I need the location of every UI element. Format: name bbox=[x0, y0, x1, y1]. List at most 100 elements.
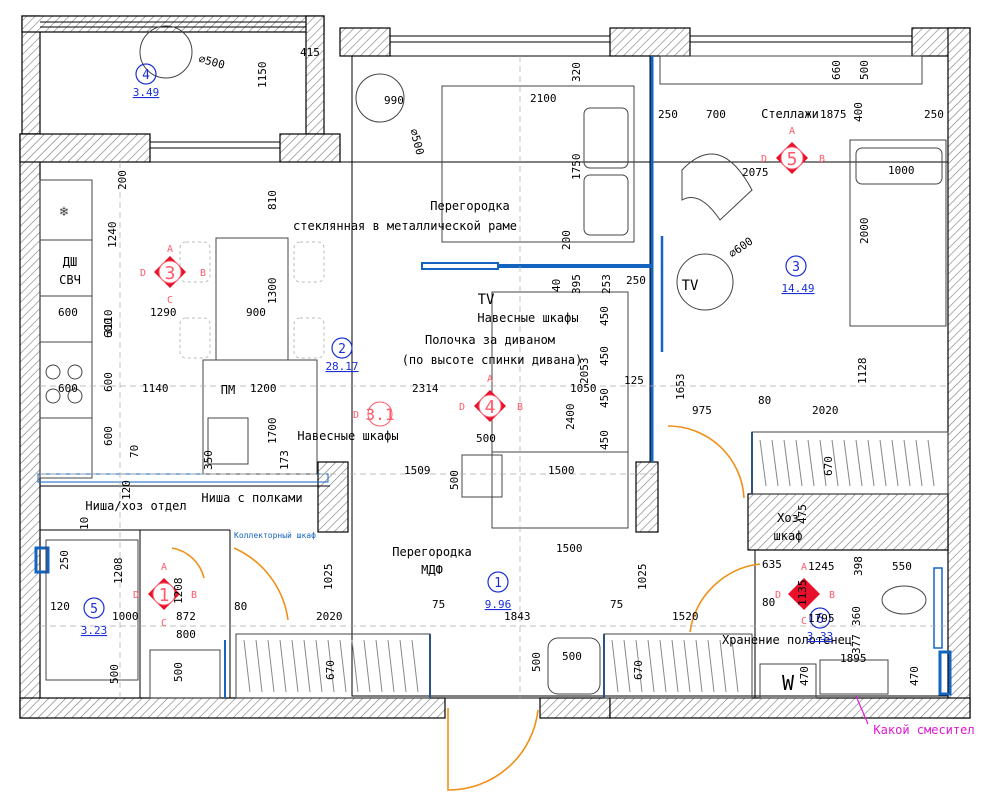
dim: 1025 bbox=[636, 564, 649, 591]
view-marker-5-a: A bbox=[789, 126, 795, 137]
view-marker-6-b: B bbox=[829, 590, 835, 601]
dim: 395 bbox=[570, 274, 583, 294]
view-marker-3-d: D bbox=[140, 268, 146, 279]
dim: 500 bbox=[476, 432, 496, 445]
dim: 600 bbox=[58, 306, 78, 319]
glass-partition-a bbox=[421, 262, 499, 270]
dim: 900 bbox=[246, 306, 266, 319]
dim: 550 bbox=[892, 560, 912, 573]
wall-top-left bbox=[19, 133, 151, 163]
view-marker-1-b: B bbox=[191, 590, 197, 601]
door-arc-bathroom bbox=[233, 547, 289, 621]
dim: 1208 bbox=[112, 558, 125, 585]
wall-top-b bbox=[609, 27, 691, 57]
label-sofa-shelf-1: Полочка за диваном bbox=[425, 333, 555, 347]
dim: 1843 bbox=[504, 610, 531, 623]
windows bbox=[40, 21, 912, 149]
view-marker-3-c: C bbox=[167, 295, 173, 306]
dim: 450 bbox=[598, 388, 611, 408]
view-marker-4-num: 4 bbox=[485, 397, 496, 418]
label-glass-partition-2: стеклянная в металлической раме bbox=[293, 219, 517, 233]
dim: 1000 bbox=[112, 610, 139, 623]
wall-interior-a bbox=[317, 461, 349, 533]
water-bathroom-a bbox=[34, 546, 50, 574]
dim: 2314 bbox=[412, 382, 439, 395]
dim: 1875 bbox=[820, 108, 847, 121]
room-6-num: 6 bbox=[816, 612, 824, 627]
dim: 250 bbox=[658, 108, 678, 121]
dim: 200 bbox=[560, 230, 573, 250]
dim: 40 bbox=[550, 279, 563, 292]
room-3-area: 14.49 bbox=[781, 282, 814, 295]
balcony-wall-right bbox=[305, 15, 325, 135]
label-mdf-partition-2: МДФ bbox=[421, 563, 443, 577]
door-arc-entrance bbox=[447, 708, 539, 791]
dim: 400 bbox=[852, 102, 865, 122]
dim: 1025 bbox=[322, 564, 335, 591]
dim: 1128 bbox=[856, 358, 869, 385]
wall-top-mid bbox=[279, 133, 341, 163]
dim: 660 bbox=[830, 60, 843, 80]
wall-interior-b bbox=[635, 461, 659, 533]
label-stellazhi: Стеллажи bbox=[761, 107, 819, 121]
dim: 975 bbox=[692, 404, 712, 417]
label-svch: СВЧ bbox=[59, 273, 81, 287]
room-6-area: 3.33 bbox=[807, 630, 834, 643]
room-2-area: 28.17 bbox=[325, 360, 358, 373]
label-sofa-shelf-2: (по высоте спинки дивана) bbox=[402, 353, 583, 367]
dim: ⌀500 bbox=[407, 127, 426, 156]
dim: 2053 bbox=[578, 358, 591, 385]
room-1-area: 9.96 bbox=[485, 598, 512, 611]
dim: 1150 bbox=[256, 62, 269, 89]
wall-bottom-left bbox=[19, 697, 446, 719]
toilet bbox=[881, 585, 927, 615]
dim: 320 bbox=[570, 62, 583, 82]
view-marker-1-a: A bbox=[161, 562, 167, 573]
view-marker-1: 1 A B C D bbox=[133, 562, 197, 629]
kitchen-counter bbox=[39, 179, 93, 479]
dim: ⌀500 bbox=[197, 52, 226, 71]
island-sink bbox=[207, 417, 249, 465]
bath-sink bbox=[149, 649, 221, 699]
dim: 1500 bbox=[556, 542, 583, 555]
view-marker-6-c: C bbox=[801, 616, 807, 627]
label-wall-cabinets-2: Навесные шкафы bbox=[297, 429, 398, 443]
dim: 470 bbox=[798, 666, 811, 686]
shelving bbox=[659, 55, 923, 85]
dim: 2000 bbox=[858, 218, 871, 245]
balcony-round-a bbox=[355, 73, 405, 123]
room-4: 4 3.49 bbox=[133, 63, 159, 99]
dim: 120 bbox=[50, 600, 70, 613]
freezer-icon: ❄ bbox=[60, 204, 69, 220]
dim: 250 bbox=[924, 108, 944, 121]
label-washer: W bbox=[782, 671, 795, 695]
view-marker-5-b: B bbox=[819, 154, 825, 165]
dim: 75 bbox=[610, 598, 623, 611]
dim: 120 bbox=[120, 480, 133, 500]
label-towel-storage: Хранение полотенец bbox=[722, 633, 852, 647]
dim: 250 bbox=[626, 274, 646, 287]
dim: 810 bbox=[266, 190, 279, 210]
label-glass-partition-1: Перегородка bbox=[430, 199, 509, 213]
bathtub bbox=[45, 539, 139, 681]
dim: 670 bbox=[324, 660, 337, 680]
dim: 415 bbox=[300, 46, 320, 59]
view-marker-3-1: 3.1 D bbox=[353, 401, 395, 427]
dim: 500 bbox=[530, 652, 543, 672]
door-arc-wc bbox=[689, 563, 761, 633]
wall-top-a bbox=[339, 27, 391, 57]
view-marker-5: 5 A B D bbox=[761, 126, 825, 174]
dim: 125 bbox=[624, 374, 644, 387]
dim: 1000 bbox=[888, 164, 915, 177]
dim: 80 bbox=[762, 596, 775, 609]
dim: 1208 bbox=[172, 578, 185, 605]
dim: 2020 bbox=[316, 610, 343, 623]
room-5: 5 3.23 bbox=[81, 597, 107, 637]
hall-pouf bbox=[547, 637, 601, 695]
dim: 2400 bbox=[564, 404, 577, 431]
view-marker-3-num: 3 bbox=[165, 263, 176, 284]
label-hoz-2: шкаф bbox=[774, 529, 803, 543]
armchair bbox=[681, 153, 753, 221]
view-marker-3-1-num: 3.1 bbox=[366, 405, 395, 424]
